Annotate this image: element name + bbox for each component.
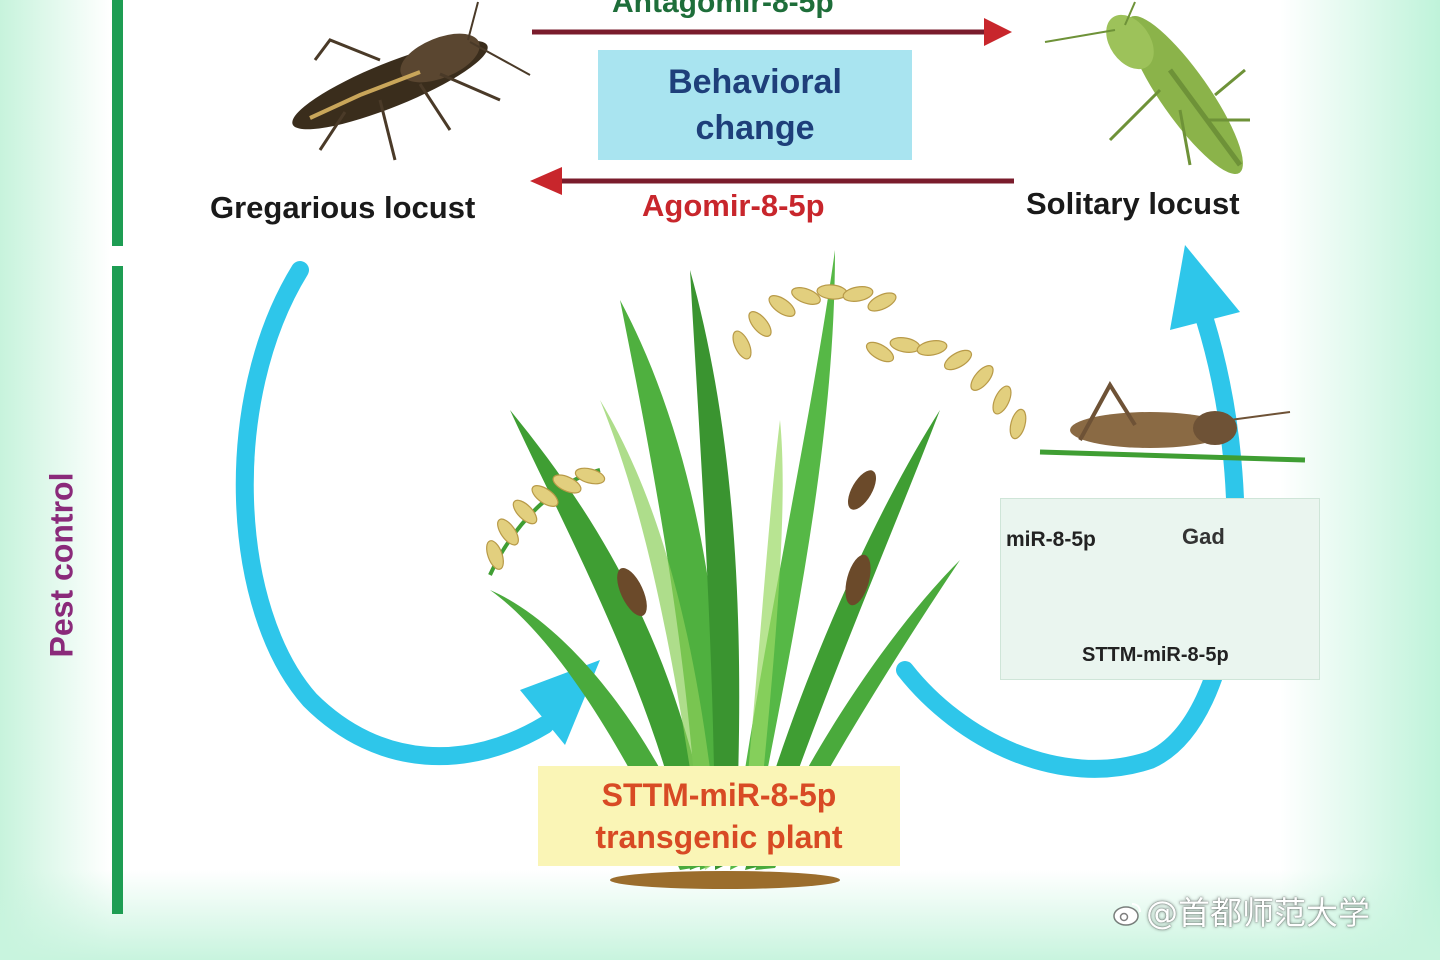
mechanism-inset	[1000, 498, 1320, 680]
left-cycle-arrow	[235, 261, 554, 766]
right-cycle-arrow	[896, 311, 1245, 778]
watermark: @首都师范大学	[1112, 888, 1370, 934]
side-bar-top	[112, 0, 123, 246]
watermark-text: @首都师范大学	[1146, 894, 1371, 932]
agomir-arrow-head	[530, 167, 562, 195]
transgenic-plant-line2: transgenic plant	[595, 819, 843, 855]
side-bar-bottom	[112, 266, 123, 914]
transgenic-plant-box: STTM-miR-8-5p transgenic plant	[538, 766, 900, 866]
agomir-label: Agomir-8-5p	[642, 188, 825, 223]
gregarious-locust-label: Gregarious locust	[210, 190, 476, 225]
behavioral-change-box: Behavioral change	[598, 50, 912, 160]
right-cycle-arrow-head	[1170, 245, 1240, 330]
perched-locust-icon	[1039, 381, 1306, 463]
pest-control-label: Pest control	[43, 472, 80, 658]
gregarious-locust-icon	[292, 1, 531, 161]
antagomir-arrow-head	[984, 18, 1012, 46]
behavioral-change-line1: Behavioral	[668, 63, 842, 101]
antagomir-label: Antagomir-8-5p	[612, 0, 834, 19]
mirna-label: miR-8-5p	[1006, 528, 1096, 551]
gad-label: Gad	[1182, 524, 1225, 549]
solitary-locust-label: Solitary locust	[1026, 186, 1240, 221]
sttm-construct-label: STTM-miR-8-5p	[1082, 644, 1229, 666]
solitary-locust-icon	[1044, 1, 1250, 175]
weibo-icon	[1113, 903, 1141, 926]
behavioral-change-line2: change	[695, 109, 815, 147]
transgenic-plant-line1: STTM-miR-8-5p	[601, 777, 837, 813]
